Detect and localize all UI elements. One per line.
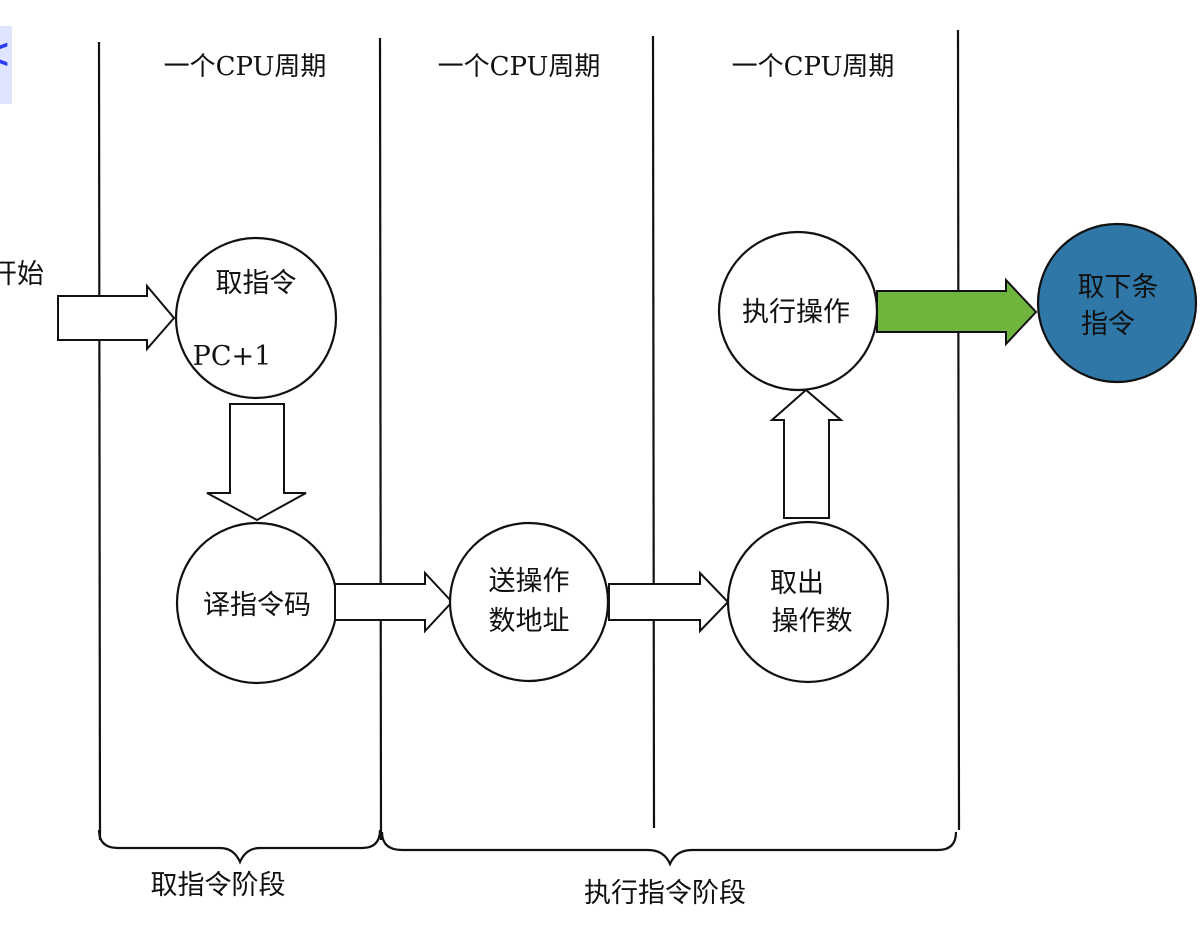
- node-fetch-line2: PC+1: [193, 341, 272, 372]
- phase-label-fetch: 取指令阶段: [151, 870, 286, 901]
- corner-tab: <: [0, 26, 12, 104]
- divider-line-2: [378, 37, 383, 841]
- brace-execute-phase: [380, 831, 958, 867]
- up-arrow: [769, 388, 844, 519]
- node-send-line1: 送操作: [489, 566, 570, 597]
- node-next-instruction: [1036, 222, 1198, 384]
- divider-line-4: [956, 29, 961, 831]
- start-label: 开始: [0, 259, 44, 290]
- node-send-line2: 数地址: [489, 606, 570, 637]
- node-operand-line1: 取出: [770, 568, 824, 599]
- brace-fetch-phase: [97, 829, 382, 865]
- down-arrow: [206, 403, 307, 522]
- node-next-line2: 指令: [1081, 309, 1135, 340]
- node-fetch-instruction: [174, 236, 338, 400]
- period-label-3: 一个CPU周期: [732, 52, 895, 82]
- arrow-execute-to-next: [876, 277, 1038, 347]
- start-arrow: [57, 283, 176, 352]
- period-label-1: 一个CPU周期: [164, 52, 327, 82]
- corner-glyph: <: [0, 32, 12, 76]
- node-send-operand-address: [448, 521, 610, 683]
- node-decode-line1: 译指令码: [203, 590, 311, 621]
- divider-line-3: [651, 35, 656, 829]
- arrow-decode-to-send: [334, 570, 454, 634]
- node-operand-line2: 操作数: [772, 606, 853, 637]
- node-fetch-operand: [726, 520, 890, 684]
- node-next-line1: 取下条: [1078, 272, 1159, 303]
- arrow-send-to-operand: [608, 570, 730, 634]
- node-execute-line1: 执行操作: [742, 297, 850, 328]
- period-label-2: 一个CPU周期: [438, 52, 601, 82]
- phase-label-execute: 执行指令阶段: [584, 878, 746, 909]
- node-fetch-line1: 取指令: [216, 268, 297, 299]
- divider-line-1: [97, 41, 102, 841]
